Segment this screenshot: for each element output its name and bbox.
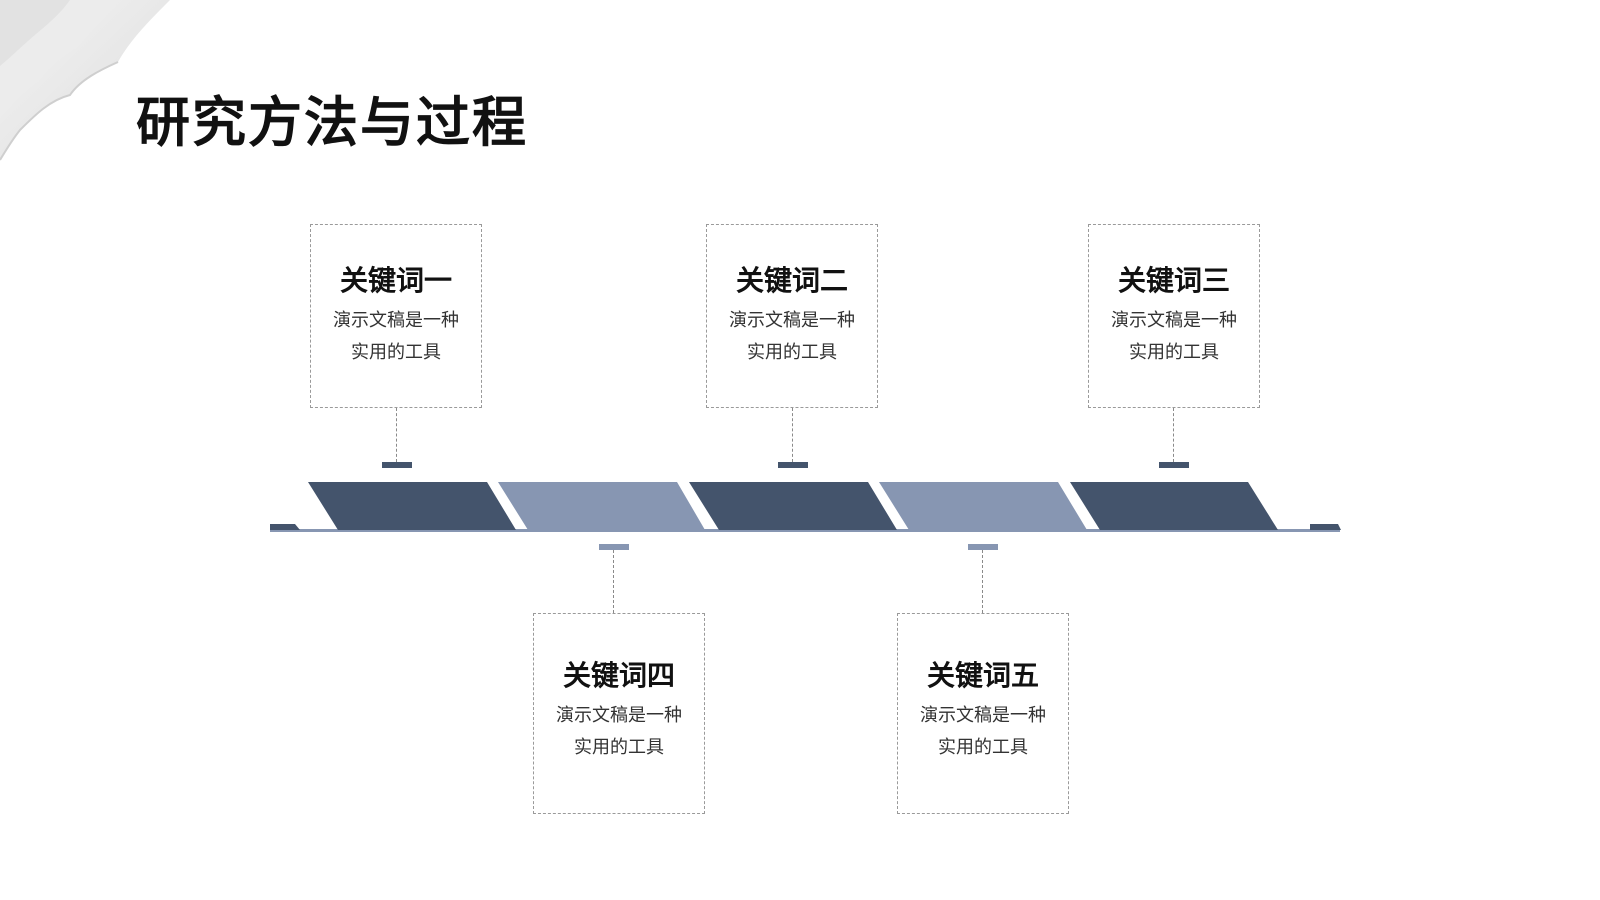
keyword-card-desc-line: 实用的工具 (1129, 342, 1219, 363)
keyword-card-5: 关键词五 演示文稿是一种 实用的工具 (897, 613, 1069, 814)
timeline-segment-3 (689, 482, 897, 530)
keyword-card-title: 关键词五 (926, 659, 1039, 692)
timeline-left-cap (270, 524, 300, 530)
timeline-segment-2 (498, 482, 705, 530)
timeline-segment-4 (879, 482, 1087, 530)
keyword-card-desc-line: 演示文稿是一种 (333, 310, 459, 331)
timeline-tick-2 (778, 462, 808, 468)
keyword-card-title: 关键词二 (735, 264, 848, 297)
timeline-axis-line (270, 529, 1340, 532)
timeline-tick-4 (599, 544, 629, 550)
keyword-card-description: 演示文稿是一种 实用的工具 (311, 305, 481, 369)
keyword-card-description: 演示文稿是一种 实用的工具 (898, 700, 1068, 764)
timeline-tick-5 (968, 544, 998, 550)
timeline-right-cap (1310, 524, 1341, 530)
timeline-tick-1 (382, 462, 412, 468)
keyword-card-1: 关键词一 演示文稿是一种 实用的工具 (310, 224, 482, 408)
keyword-card-desc-line: 实用的工具 (747, 342, 837, 363)
timeline-segment-5 (1070, 482, 1278, 530)
connector-1 (396, 408, 397, 462)
timeline-segment-1 (308, 482, 516, 530)
keyword-card-desc-line: 演示文稿是一种 (920, 705, 1046, 726)
connector-5 (982, 550, 983, 613)
keyword-card-desc-line: 演示文稿是一种 (556, 705, 682, 726)
keyword-card-description: 演示文稿是一种 实用的工具 (707, 305, 877, 369)
keyword-card-desc-line: 实用的工具 (351, 342, 441, 363)
keyword-card-desc-line: 演示文稿是一种 (1111, 310, 1237, 331)
keyword-card-3: 关键词三 演示文稿是一种 实用的工具 (1088, 224, 1260, 408)
keyword-card-4: 关键词四 演示文稿是一种 实用的工具 (533, 613, 705, 814)
keyword-card-description: 演示文稿是一种 实用的工具 (1089, 305, 1259, 369)
connector-4 (613, 550, 614, 613)
keyword-card-description: 演示文稿是一种 实用的工具 (534, 700, 704, 764)
keyword-card-desc-line: 实用的工具 (574, 737, 664, 758)
decorative-paper-shape (0, 0, 170, 161)
page-title: 研究方法与过程 (136, 91, 528, 154)
keyword-card-title: 关键词一 (339, 264, 452, 297)
connector-3 (1173, 408, 1174, 462)
keyword-card-title: 关键词四 (562, 659, 675, 692)
timeline-tick-3 (1159, 462, 1189, 468)
keyword-card-desc-line: 演示文稿是一种 (729, 310, 855, 331)
keyword-card-title: 关键词三 (1117, 264, 1230, 297)
connector-2 (792, 408, 793, 462)
keyword-card-2: 关键词二 演示文稿是一种 实用的工具 (706, 224, 878, 408)
keyword-card-desc-line: 实用的工具 (938, 737, 1028, 758)
